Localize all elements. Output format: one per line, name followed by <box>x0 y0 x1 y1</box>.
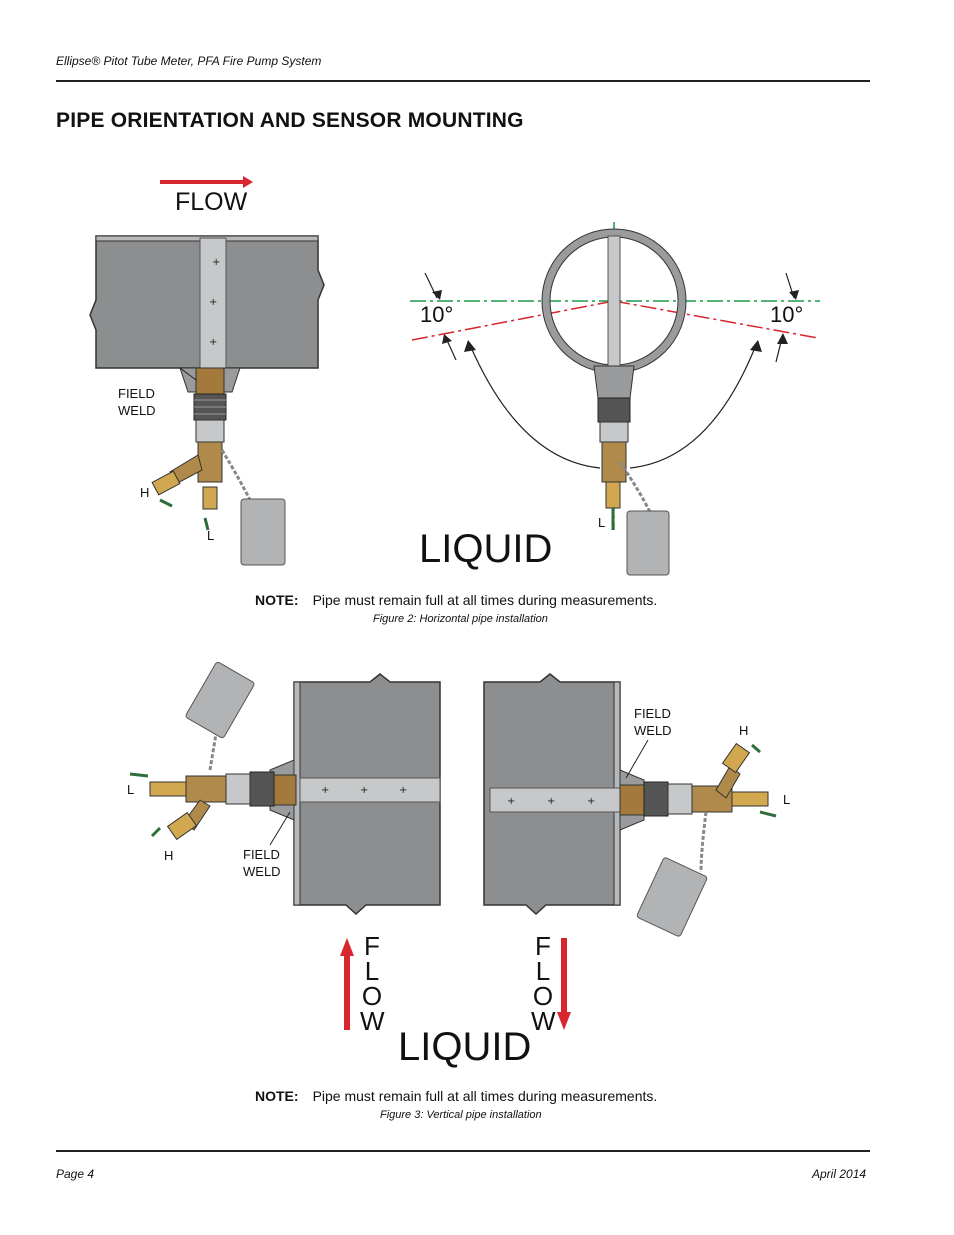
svg-text:+: + <box>321 785 329 796</box>
vertical-pipe-right: + + + <box>483 673 777 937</box>
figure-3-note: NOTE:Pipe must remain full at all times … <box>255 1088 658 1104</box>
h-port-label-right: H <box>739 723 749 738</box>
flow-arrow-icon <box>160 176 253 188</box>
l-port-label: L <box>207 528 215 543</box>
svg-text:+: + <box>399 785 407 796</box>
h-port-label: H <box>140 485 150 500</box>
liquid-label-vertical: LIQUID <box>398 1025 532 1069</box>
angle-left-label: 10° <box>420 302 454 327</box>
figure-2-caption: Figure 2: Horizontal pipe installation <box>373 613 548 625</box>
page-number: Page 4 <box>56 1167 95 1181</box>
liquid-label: LIQUID <box>419 527 553 571</box>
figure-3-caption: Figure 3: Vertical pipe installation <box>380 1109 542 1121</box>
header-rule <box>56 80 870 82</box>
publication-date: April 2014 <box>812 1167 867 1181</box>
figure-2-note: NOTE:Pipe must remain full at all times … <box>255 592 658 608</box>
l-port-label-right: L <box>783 792 791 807</box>
svg-text:+: + <box>507 796 515 807</box>
footer-rule <box>56 1150 870 1152</box>
h-port-label-left: H <box>164 848 174 863</box>
l-port-label-right: L <box>598 515 606 530</box>
flow-up-label: FLOW <box>360 931 385 1036</box>
svg-text:+: + <box>212 257 220 268</box>
horizontal-pipe-section: + + + <box>89 235 325 566</box>
svg-text:+: + <box>360 785 368 796</box>
svg-text:+: + <box>587 796 595 807</box>
svg-text:+: + <box>209 337 217 348</box>
figure-2-drawing: + + + <box>89 176 820 576</box>
document-header: Ellipse® Pitot Tube Meter, PFA Fire Pump… <box>56 54 322 68</box>
pipe-cross-section <box>410 222 820 576</box>
section-title: PIPE ORIENTATION AND SENSOR MOUNTING <box>56 109 524 132</box>
flow-label: FLOW <box>175 188 248 216</box>
flow-down-arrow-icon <box>557 938 571 1030</box>
flow-down-label: FLOW <box>531 931 556 1036</box>
figure-3-drawing: + + + + + + <box>129 661 777 1030</box>
angle-right-label: 10° <box>770 302 804 327</box>
svg-text:+: + <box>209 297 217 308</box>
vertical-pipe-left: + + + <box>129 661 441 916</box>
flow-up-arrow-icon <box>340 938 354 1030</box>
svg-text:+: + <box>547 796 555 807</box>
l-port-label-left: L <box>127 782 135 797</box>
